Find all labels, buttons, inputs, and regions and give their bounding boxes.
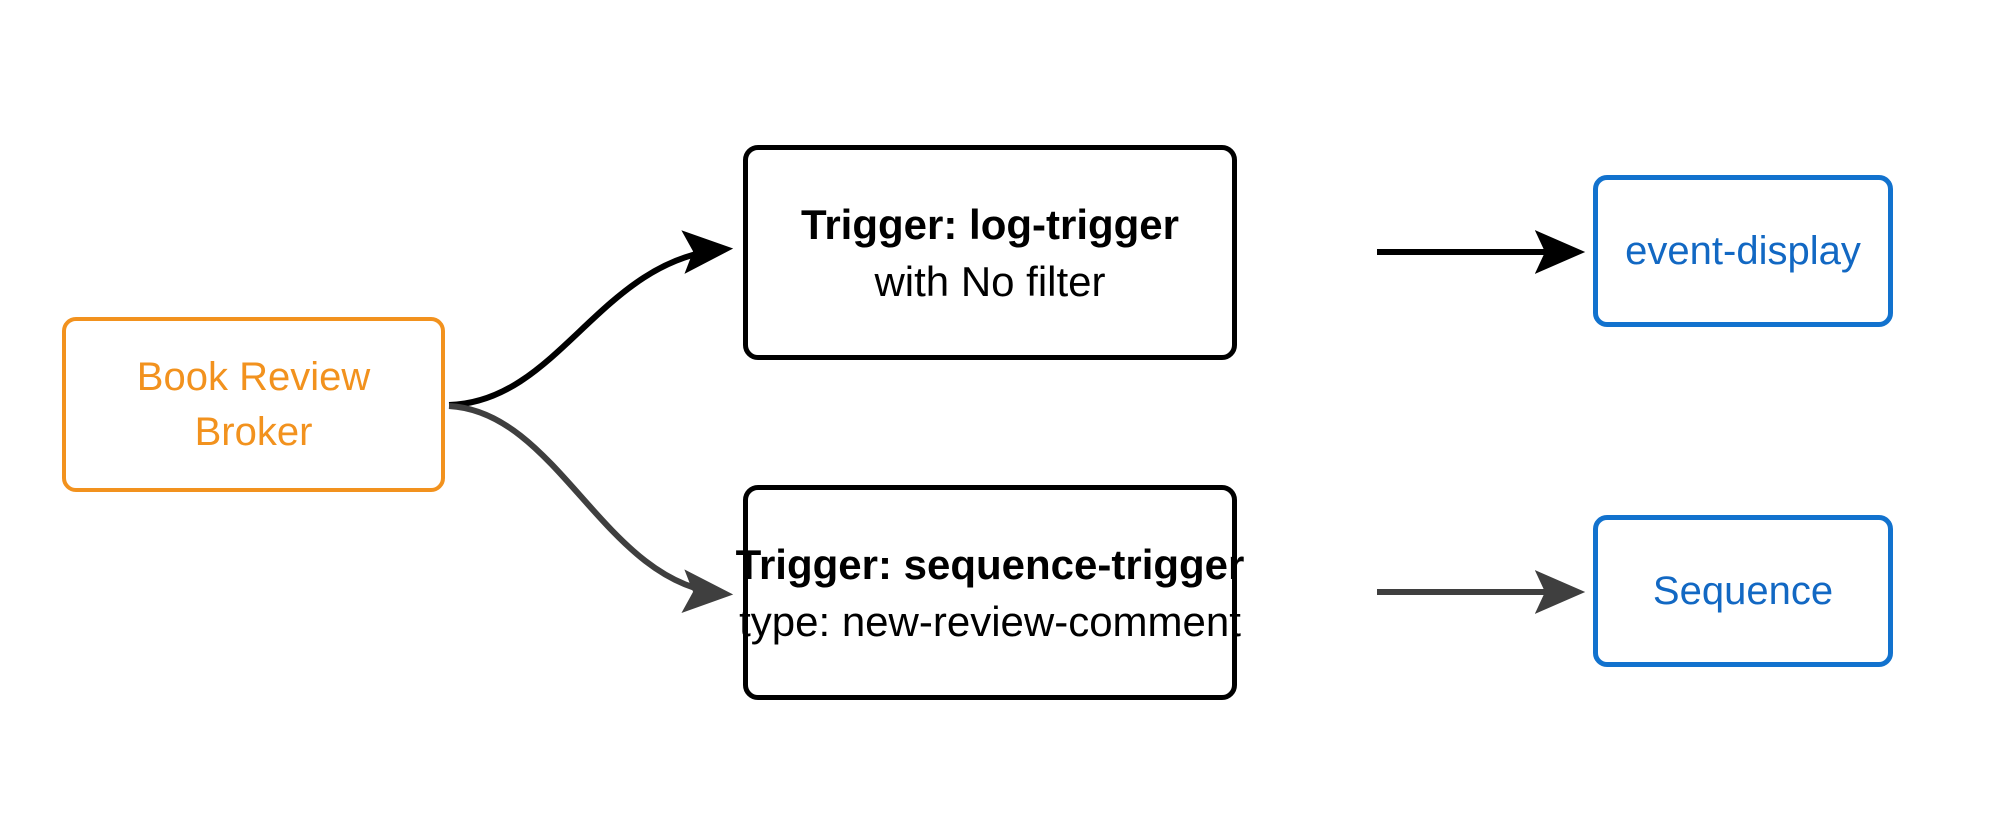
sink-event-display-label: event-display [1625, 229, 1861, 273]
node-trigger-sequence-trigger[interactable]: Trigger: sequence-trigger type: new-revi… [736, 485, 1244, 700]
broker-label-line2: Broker [194, 409, 313, 454]
trigger-sequence-title: Trigger: sequence-trigger [735, 540, 1245, 588]
edge-broker-to-sequence-trigger [448, 403, 734, 613]
trigger-log-title: Trigger: log-trigger [801, 200, 1179, 248]
edge-broker-to-log-trigger [448, 230, 734, 408]
node-trigger-log-trigger[interactable]: Trigger: log-trigger with No filter [743, 145, 1237, 360]
node-sink-event-display[interactable]: event-display [1593, 175, 1893, 327]
node-sink-sequence[interactable]: Sequence [1593, 515, 1893, 667]
trigger-log-subtitle: with No filter [874, 257, 1106, 305]
trigger-sequence-subtitle: type: new-review-comment [739, 597, 1241, 645]
broker-label-line1: Book Review [136, 354, 371, 399]
sink-sequence-label: Sequence [1652, 569, 1834, 613]
node-book-review-broker[interactable]: Book Review Broker [62, 317, 445, 492]
